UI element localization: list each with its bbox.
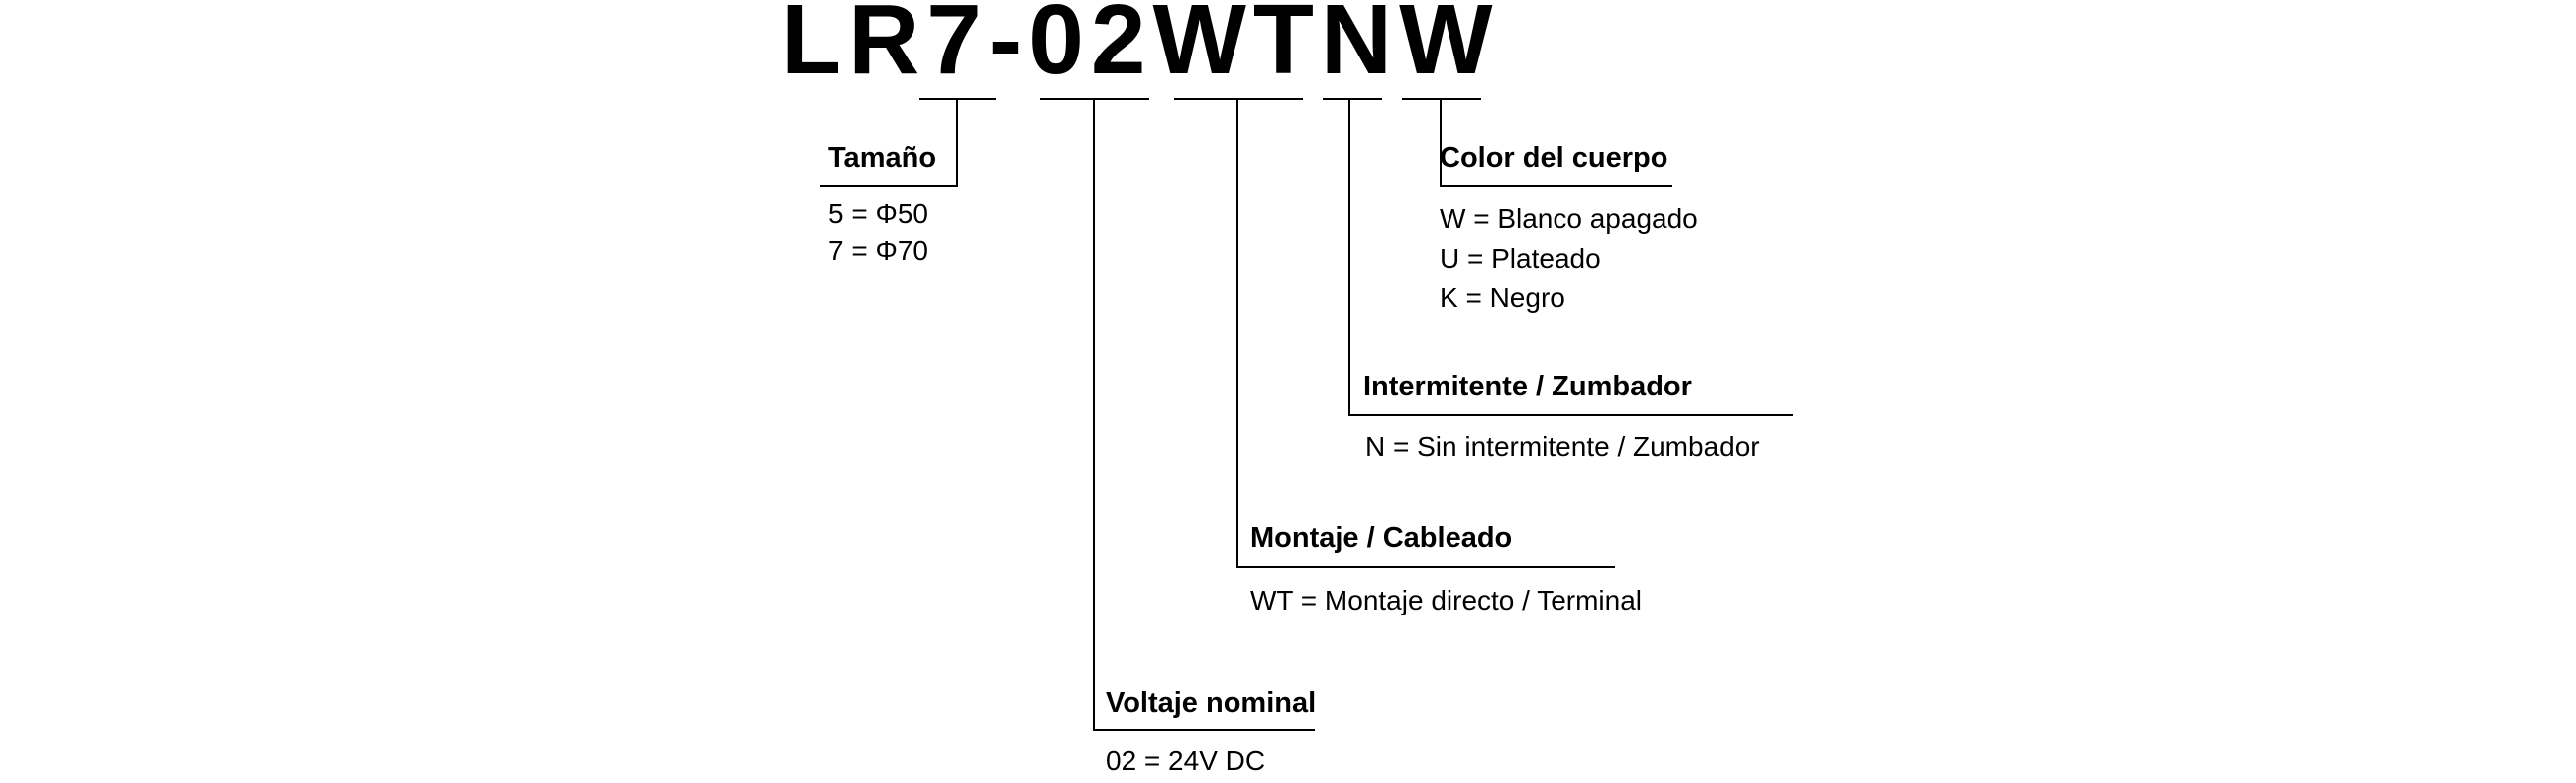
leader-line-voltage	[1093, 98, 1095, 731]
underline-bodycolor	[1440, 185, 1672, 187]
flashing-option-n: N = Sin intermitente / Zumbador	[1365, 431, 1760, 462]
leader-line-size	[956, 98, 958, 187]
section-label-size: Tamaño	[828, 142, 937, 173]
underline-mounting	[1236, 566, 1615, 568]
mounting-option-wt: WT = Montaje directo / Terminal	[1250, 585, 1643, 615]
section-label-mounting: Montaje / Cableado	[1250, 522, 1513, 554]
underline-size	[820, 185, 958, 187]
section-label-bodycolor: Color del cuerpo	[1440, 142, 1668, 173]
section-label-flashing: Intermitente / Zumbador	[1363, 371, 1692, 402]
size-option-7: 7 = Φ70	[828, 235, 928, 266]
bodycolor-option-w: W = Blanco apagado	[1440, 203, 1698, 234]
leader-line-flashing	[1348, 98, 1350, 416]
bodycolor-option-k: K = Negro	[1440, 282, 1565, 313]
underline-voltage	[1093, 729, 1315, 731]
tick-mounting-segment	[1174, 98, 1303, 100]
tick-voltage-segment	[1040, 98, 1149, 100]
leader-line-mounting	[1236, 98, 1238, 568]
size-option-5: 5 = Φ50	[828, 198, 928, 229]
leader-line-bodycolor	[1440, 98, 1442, 187]
tick-bodycolor-segment	[1402, 98, 1481, 100]
voltage-option-02: 02 = 24V DC	[1106, 745, 1266, 776]
bodycolor-option-u: U = Plateado	[1440, 243, 1601, 274]
model-code-title: LR7-02WTNW	[781, 0, 1500, 95]
tick-flashing-segment	[1323, 98, 1382, 100]
underline-flashing	[1348, 414, 1793, 416]
section-label-voltage: Voltaje nominal	[1106, 687, 1317, 719]
